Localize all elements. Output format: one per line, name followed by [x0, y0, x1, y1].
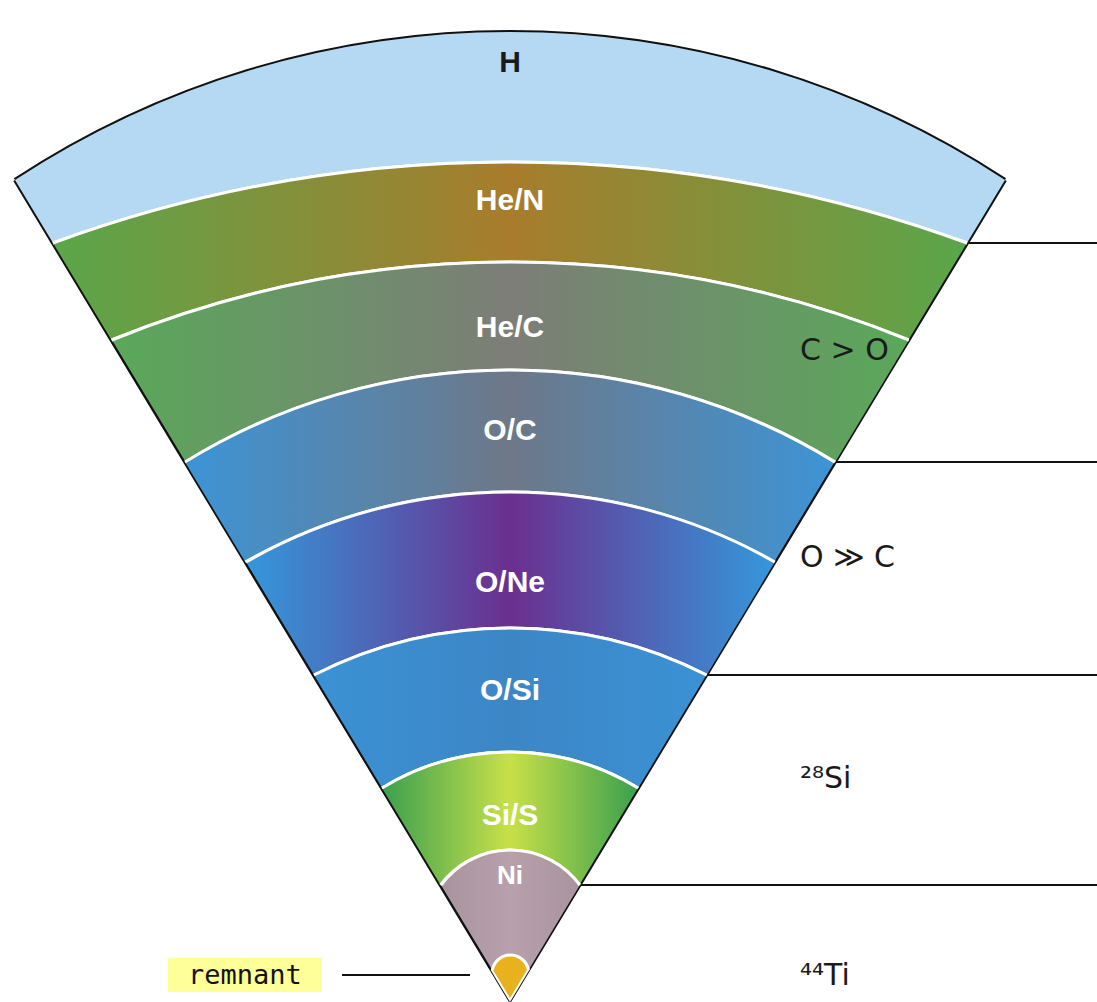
shell-label: H — [499, 45, 521, 80]
zone-label-slot: O ≫ C — [800, 539, 895, 575]
shell-band: Ni — [441, 850, 580, 970]
zone-divider — [706, 674, 1097, 676]
zone-label-slot: C > O — [800, 332, 889, 368]
zone-divider — [967, 242, 1097, 244]
shell-label: He/C — [476, 310, 544, 345]
shell-label: He/N — [476, 183, 544, 218]
band-separator — [246, 492, 775, 562]
zone-label-slot: ⁴⁴Ti — [800, 957, 850, 993]
band-fill — [441, 850, 580, 970]
remnant-label-box: remnant — [168, 958, 322, 992]
shell-label: Ni — [497, 861, 523, 891]
band-separator — [382, 752, 638, 788]
shell-label: Si/S — [482, 798, 539, 833]
band-fill — [112, 262, 909, 462]
abundance-label: O ≫ C — [800, 539, 895, 575]
zone-divider — [835, 461, 1097, 463]
band-separator — [492, 955, 528, 970]
leader-line — [342, 974, 470, 976]
band-separator — [314, 628, 706, 675]
band-separator — [185, 370, 835, 462]
shell-label: O/C — [483, 413, 536, 448]
remnant-core — [492, 955, 528, 1000]
abundance-label: C > O — [800, 332, 889, 368]
remnant-label: remnant — [188, 959, 302, 991]
band-separator — [53, 162, 967, 243]
zone-label-slot: ²⁸Si — [800, 760, 851, 796]
shell-label: O/Ne — [475, 565, 545, 600]
zone-divider — [579, 884, 1097, 886]
abundance-label: ²⁸Si — [800, 760, 851, 796]
shell-label: O/Si — [480, 673, 540, 708]
abundance-label: ⁴⁴Ti — [800, 957, 850, 993]
